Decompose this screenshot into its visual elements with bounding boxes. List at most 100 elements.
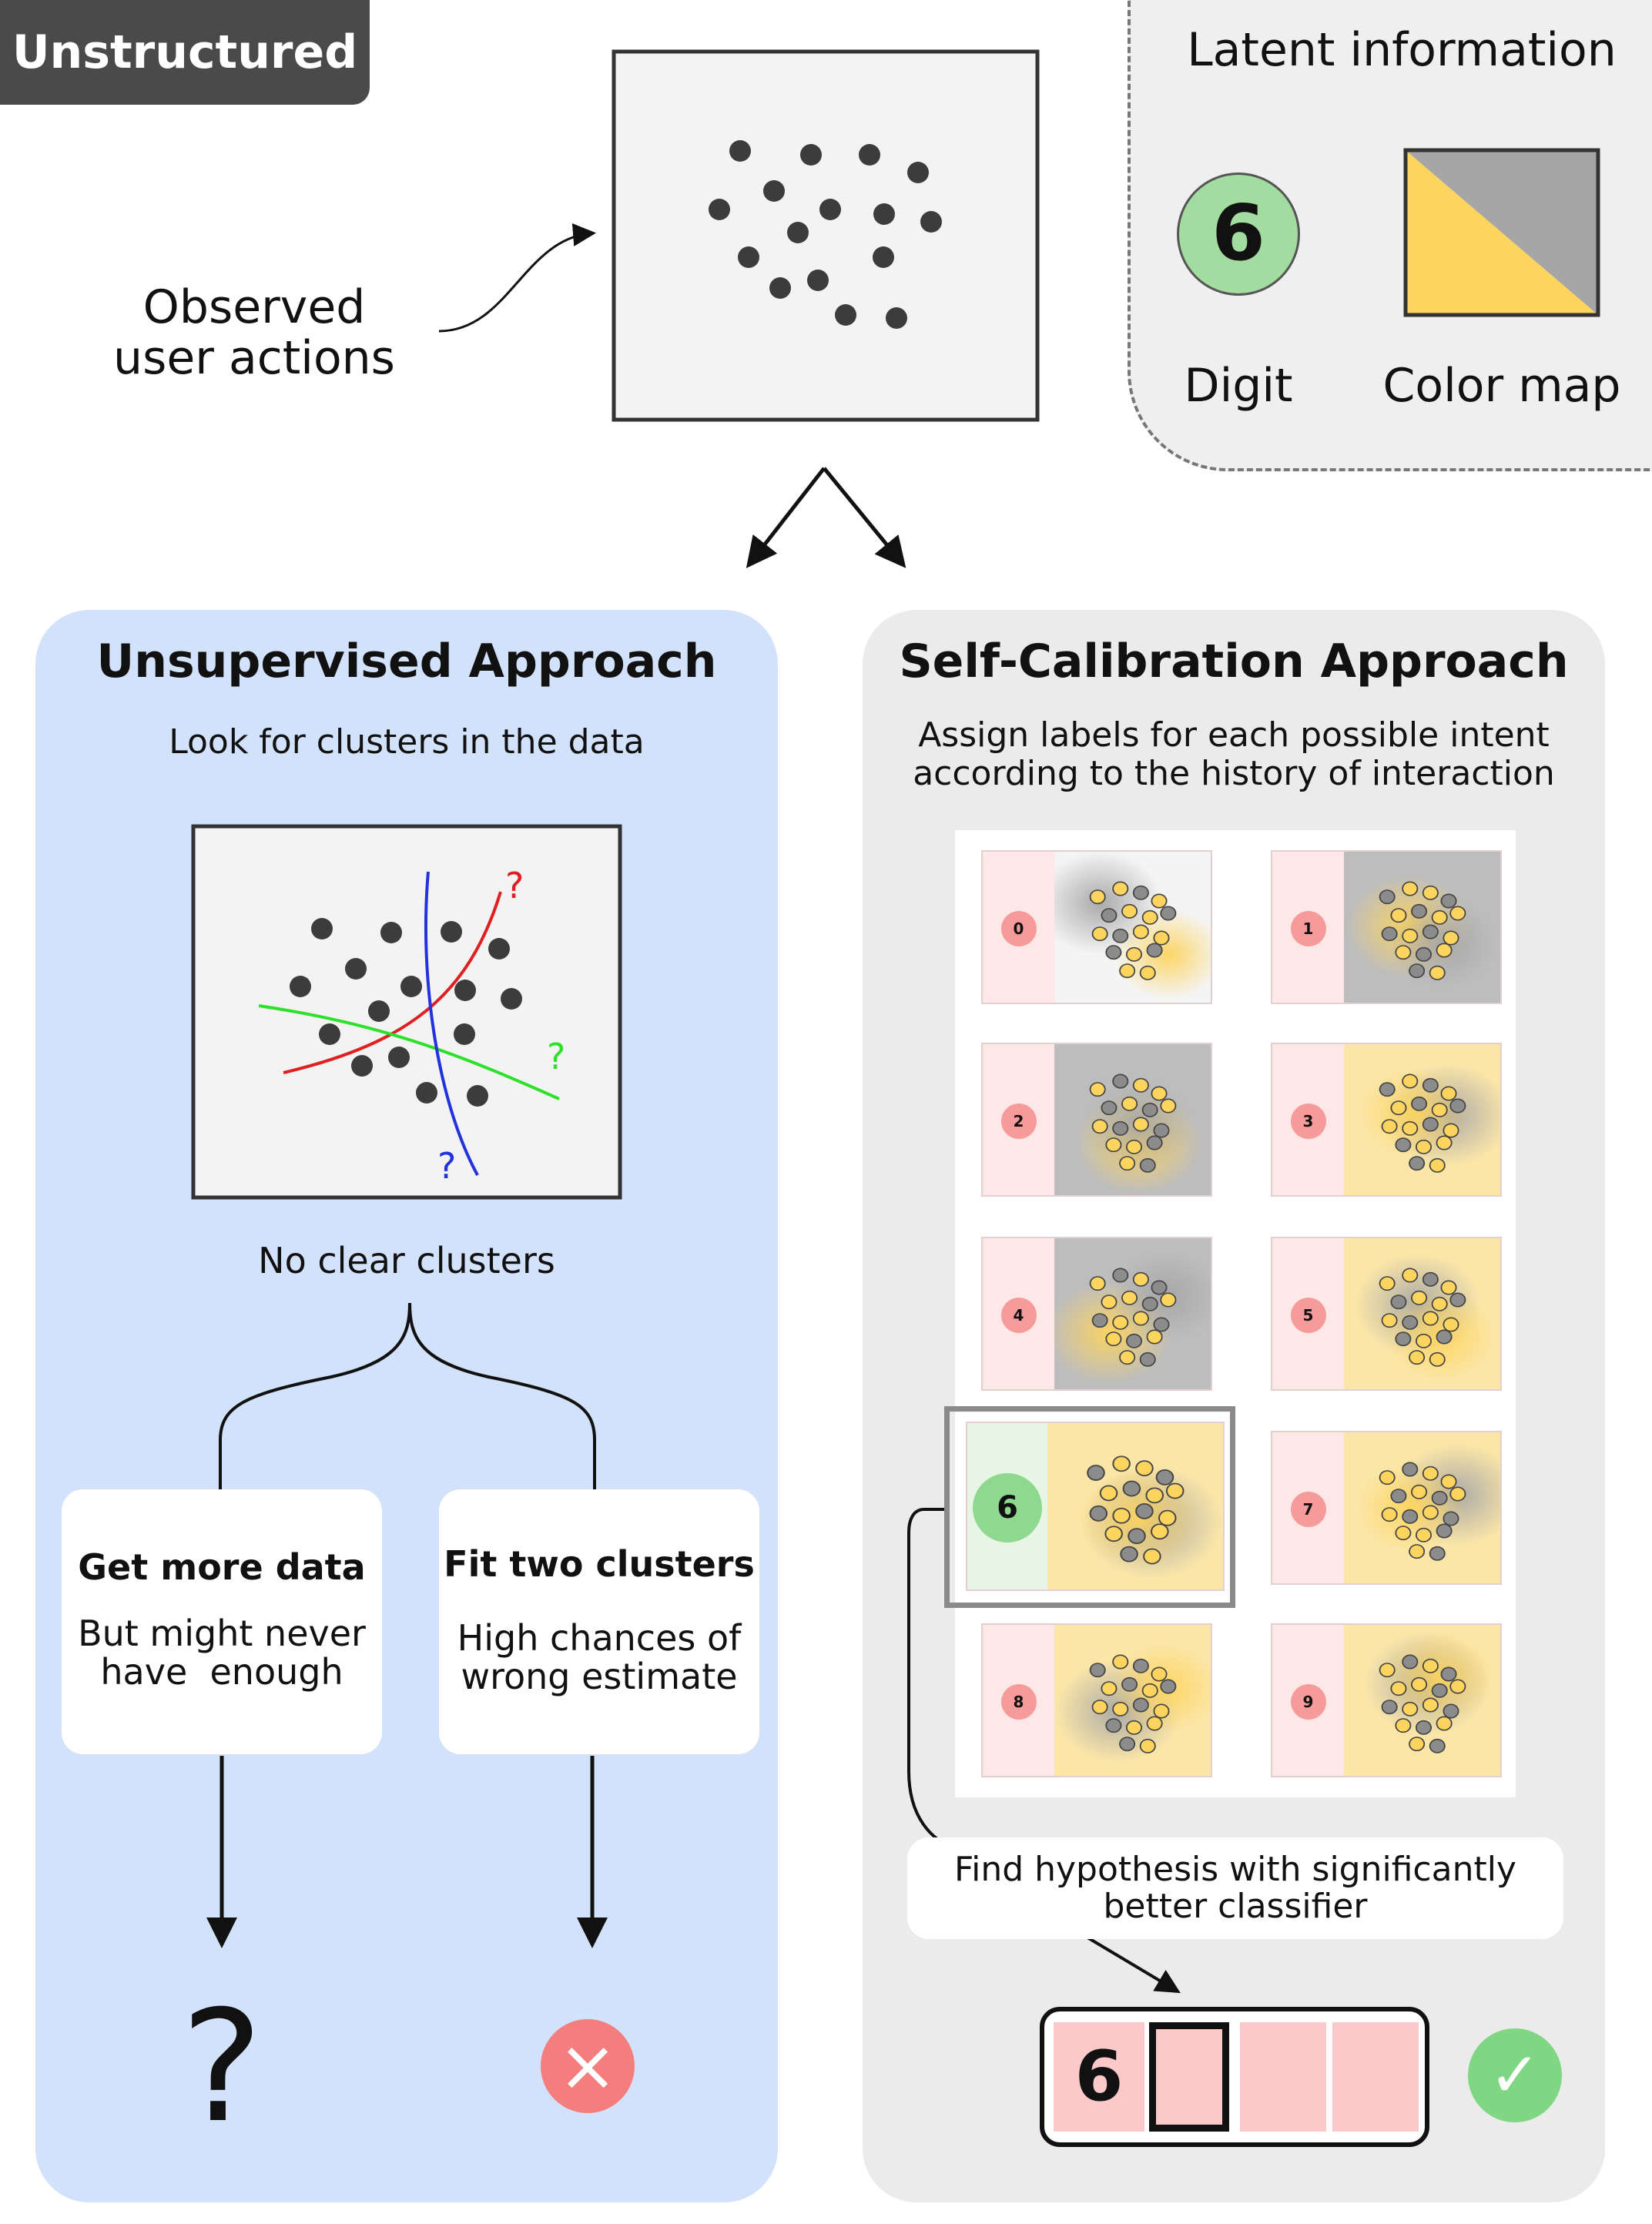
option-line1: High chances of [457,1617,742,1659]
hypothesis-point [1151,893,1168,909]
hypothesis-digit-badge: 0 [1000,911,1037,946]
hypothesis-point [1119,963,1136,979]
hypothesis-point [1379,1470,1396,1485]
hypothesis-point [1381,1313,1398,1328]
hypothesis-point [1119,1737,1136,1752]
hypothesis-point [1091,926,1108,942]
hypothesis-point [1101,1295,1118,1310]
hypothesis-point [1112,1654,1129,1670]
hypothesis-point [1091,1313,1108,1328]
hypothesis-tile-6: 6 [966,1422,1225,1591]
hypothesis-point [1165,1482,1185,1499]
hypothesis-point [1449,906,1466,921]
hypothesis-point [1402,1462,1419,1477]
hypothesis-point [1422,1117,1439,1132]
hypothesis-heatmap [1344,1432,1500,1583]
hypothesis-point [1146,943,1163,958]
hypothesis-point [1132,1271,1149,1287]
hypothesis-point [1153,930,1170,946]
unsupervised-subtitle: Look for clusters in the data [169,722,645,762]
hypothesis-point [1145,1487,1164,1504]
green-question-mark: ? [547,1036,565,1077]
hypothesis-point [1429,965,1446,980]
hypothesis-point [1146,1329,1163,1345]
latent-title: Latent information [1187,23,1617,77]
hypothesis-point [1105,1137,1122,1153]
hypothesis-label-area: 4 [983,1238,1054,1389]
hypothesis-point [1443,1123,1459,1138]
hypothesis-point [1436,1329,1453,1345]
hypothesis-point [1436,1135,1453,1151]
branch-left [219,1302,411,1489]
hypothesis-point [1141,909,1158,925]
hypothesis-point [1112,881,1129,896]
hypothesis-digit-badge: 7 [1290,1492,1326,1527]
hypothesis-point [1431,909,1448,925]
top-connectors [438,223,906,568]
hypothesis-point [1112,1073,1129,1089]
option-line1: But might never [78,1613,366,1654]
hypothesis-digit-badge: 9 [1290,1684,1326,1720]
hypothesis-point [1409,963,1426,979]
cluster-points [290,918,522,1107]
hypothesis-point [1422,1077,1439,1093]
hypothesis-point [1379,1663,1396,1678]
hypothesis-point [1402,928,1419,943]
hypothesis-point [1443,930,1459,946]
hypothesis-point [1422,1465,1439,1481]
hypothesis-point [1416,946,1432,962]
hypothesis-point [1101,1681,1118,1696]
hypothesis-tile-1: 1 [1271,850,1502,1004]
hypothesis-point [1112,1455,1131,1472]
hypothesis-point [1429,1546,1446,1561]
hypothesis-heatmap [1047,1423,1223,1589]
hypothesis-tile-8: 8 [981,1623,1212,1777]
hypothesis-heatmap [1344,1238,1500,1389]
observed-line2: user actions [113,331,395,385]
hypothesis-point [1390,1681,1407,1696]
hypothesis-point [1443,1317,1459,1332]
hypothesis-point [1411,1096,1428,1111]
hypothesis-point [1139,1157,1156,1173]
hypothesis-point [1440,1280,1457,1295]
hypothesis-point [1101,908,1118,923]
hypothesis-point [1158,1509,1177,1526]
hypothesis-point [1153,1703,1170,1719]
hypothesis-point [1449,1679,1466,1694]
green-boundary [258,1004,560,1100]
hypothesis-point [1143,1548,1161,1565]
hypothesis-point [1440,1474,1457,1489]
hypothesis-point [1153,1123,1170,1138]
hypothesis-point [1416,1720,1432,1735]
hypothesis-point [1132,1697,1149,1713]
hypothesis-point [1141,1296,1158,1311]
hypothesis-heatmap [1344,852,1500,1003]
hypothesis-point [1135,1502,1154,1519]
hypothesis-point [1146,1135,1163,1151]
hypothesis-point [1390,908,1407,923]
hypothesis-point [1422,1658,1439,1673]
blue-question-mark: ? [437,1145,456,1187]
digit-value: 6 [1211,188,1265,278]
find-hypothesis-note: Find hypothesis with significantly bette… [907,1837,1563,1939]
hypothesis-point [1160,1292,1177,1308]
observed-label: Observed user actions [100,282,408,384]
option-get-more-data: Get more data But might never have enoug… [62,1489,382,1754]
hypothesis-digit-badge: 2 [1000,1104,1037,1139]
hypothesis-point [1379,1276,1396,1291]
hypothesis-point [1160,1679,1177,1694]
hypothesis-point [1411,1676,1428,1692]
split-arrow-left [746,467,826,568]
self-calibration-title: Self-Calibration Approach [899,635,1569,688]
hypothesis-point [1422,924,1439,940]
option-title: Fit two clusters [444,1543,755,1585]
result-arrow [1086,1936,1181,1994]
hypothesis-point [1381,1700,1398,1715]
empty-slot [1240,2022,1326,2132]
hypothesis-label-area: 8 [983,1625,1054,1776]
option-fit-two-clusters: Fit two clusters High chances of wrong e… [439,1489,759,1754]
hypothesis-point [1402,1073,1419,1089]
hypothesis-point [1135,1460,1154,1477]
